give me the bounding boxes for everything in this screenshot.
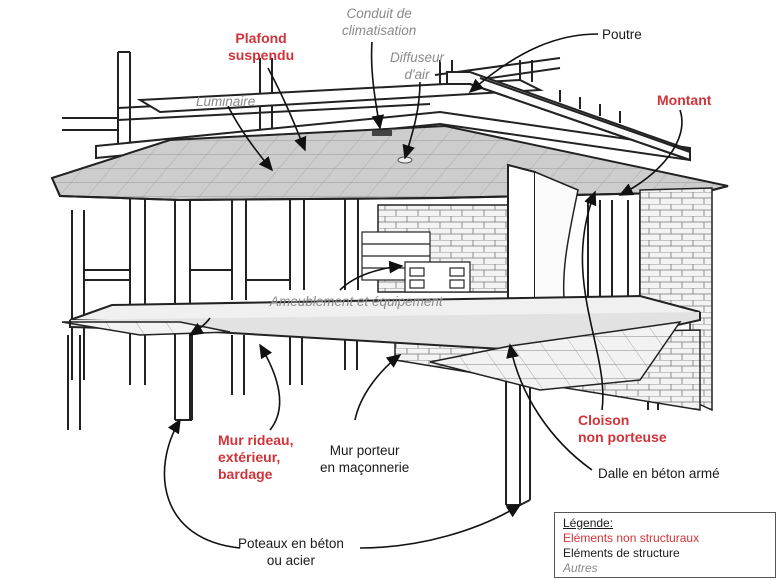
label-masonry-wall-line2: en maçonnerie xyxy=(320,460,410,475)
legend-title: Légende: xyxy=(563,516,614,530)
label-beam: Poutre xyxy=(602,27,642,42)
label-curtain-wall-line1: Mur rideau, xyxy=(218,432,294,448)
label-suspended-ceiling-line1: Plafond xyxy=(235,30,287,46)
legend-structural: Eléments de structure xyxy=(563,546,680,560)
leader-arrows xyxy=(163,33,683,549)
label-masonry-wall: Mur porteur en maçonnerie xyxy=(320,442,409,476)
label-air-diffuser-line2: d'air xyxy=(404,67,430,82)
label-partition-line1: Cloison xyxy=(578,412,630,428)
frame-lines xyxy=(62,51,691,506)
label-air-duct-line1: Conduit de xyxy=(346,6,412,21)
label-air-diffuser: Diffuseur d'air xyxy=(390,49,444,83)
label-masonry-wall-line1: Mur porteur xyxy=(329,443,400,458)
legend-other: Autres xyxy=(563,561,598,575)
label-columns-line2: ou acier xyxy=(266,553,315,568)
label-concrete-slab: Dalle en béton armé xyxy=(598,466,720,481)
legend: Légende: Eléments non structuraux Elémen… xyxy=(554,512,776,578)
label-air-duct-line2: climatisation xyxy=(342,23,417,38)
label-partition: Cloison non porteuse xyxy=(578,412,667,446)
label-curtain-wall-line3: bardage xyxy=(218,466,273,482)
label-air-duct: Conduit de climatisation xyxy=(342,5,416,39)
legend-non-structural: Eléments non structuraux xyxy=(563,531,700,545)
label-columns-line1: Poteaux en béton xyxy=(238,536,344,551)
lower-ceiling-right xyxy=(429,321,682,391)
label-columns: Poteaux en béton ou acier xyxy=(238,535,344,569)
lower-ceiling-left xyxy=(61,321,231,336)
label-air-diffuser-line1: Diffuseur xyxy=(390,50,445,65)
label-curtain-wall-line2: extérieur, xyxy=(218,449,281,465)
label-curtain-wall: Mur rideau, extérieur, bardage xyxy=(218,432,293,483)
label-suspended-ceiling: Plafond suspendu xyxy=(228,30,294,64)
air-duct-grille xyxy=(372,130,392,136)
label-furniture: Ameublement et équipement xyxy=(270,294,443,309)
label-partition-line2: non porteuse xyxy=(578,429,667,445)
label-light-fixture: Luminaire xyxy=(196,94,256,109)
label-suspended-ceiling-line2: suspendu xyxy=(228,47,295,63)
label-stud: Montant xyxy=(657,92,712,108)
